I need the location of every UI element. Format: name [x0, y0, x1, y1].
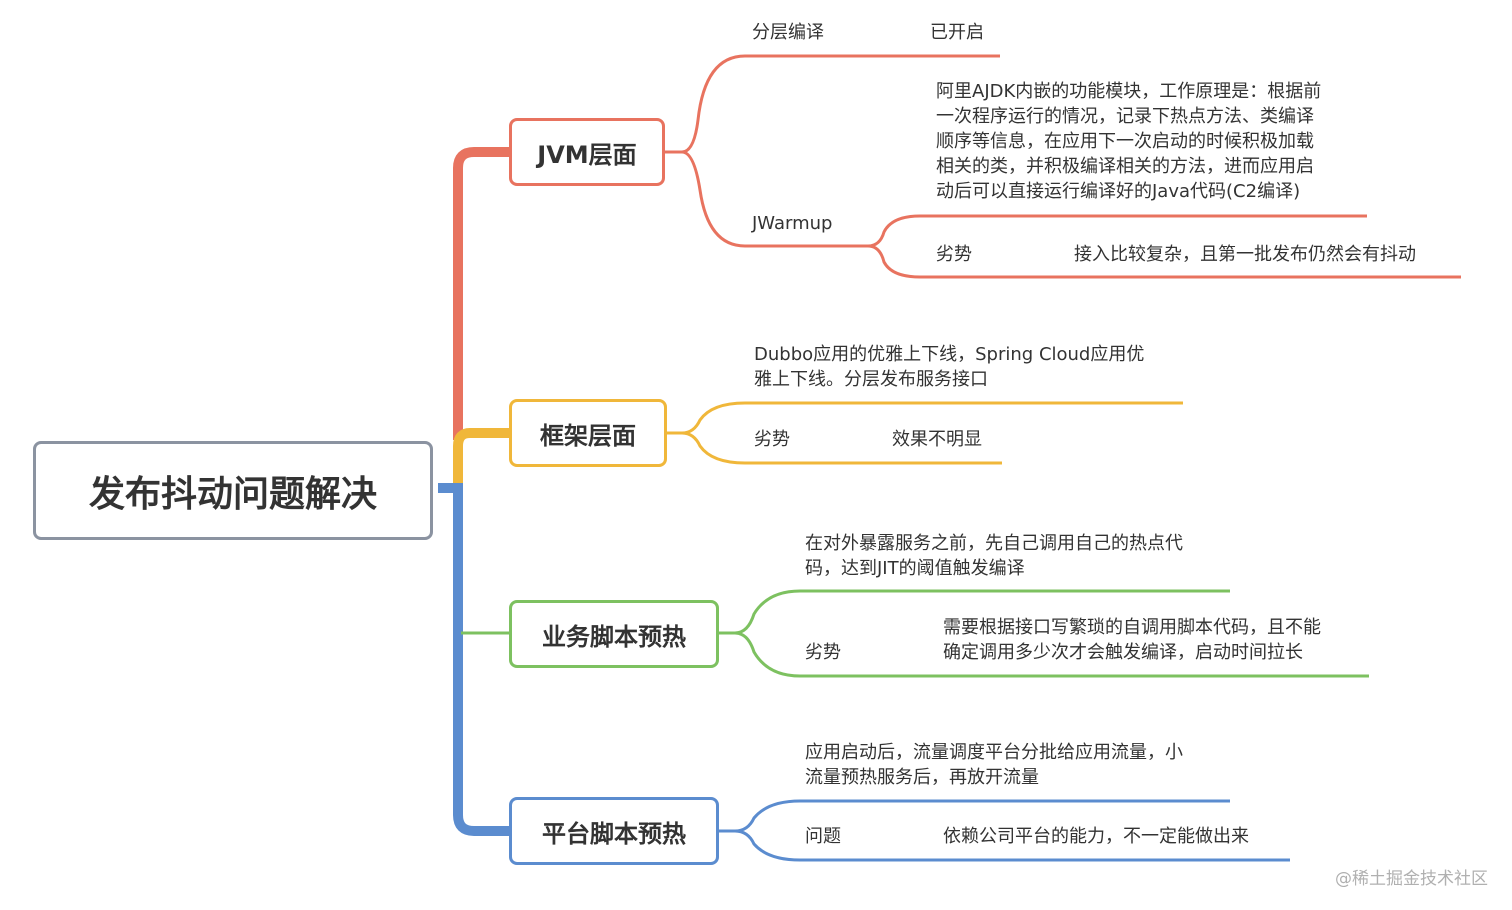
jvm-tiered-label[interactable]: 分层编译: [752, 22, 824, 43]
branch-business-script[interactable]: 业务脚本预热: [509, 600, 719, 668]
platform-issue-label[interactable]: 问题: [805, 826, 841, 847]
branch-platform-label: 平台脚本预热: [542, 819, 686, 848]
branch-framework[interactable]: 框架层面: [509, 399, 667, 467]
root-topic[interactable]: 发布抖动问题解决: [33, 441, 433, 540]
framework-drawback-text: 效果不明显: [892, 429, 982, 450]
business-description-line-2: 码，达到JIT的阈值触发编译: [805, 558, 1025, 579]
trunk-line-platform: [438, 483, 509, 836]
branch-platform-script[interactable]: 平台脚本预热: [509, 797, 719, 865]
business-link-drawback: [734, 631, 1369, 678]
trunk-line-jvm: [453, 147, 509, 440]
root-topic-label: 发布抖动问题解决: [88, 473, 377, 515]
jwarmup-description-line-1: 阿里AJDK内嵌的功能模块，工作原理是：根据前: [936, 81, 1322, 102]
jwarmup-description-line-4: 相关的类，并积极编译相关的方法，进而应用启: [936, 156, 1314, 177]
jwarmup-description-line-3: 顺序等信息，在应用下一次启动的时候积极加载: [936, 131, 1314, 152]
jwarmup-description-line-5: 动后可以直接运行编译好的Java代码(C2编译): [936, 181, 1301, 202]
jvm-jwarmup-label[interactable]: JWarmup: [752, 213, 833, 234]
framework-description-line-1: Dubbo应用的优雅上下线，Spring Cloud应用优: [754, 344, 1145, 365]
branch-jvm[interactable]: JVM层面: [509, 118, 665, 186]
jvm-link-jwarmup: [681, 150, 868, 248]
branch-business-label: 业务脚本预热: [542, 622, 686, 651]
trunk-line-framework: [453, 428, 509, 488]
business-drawback-line-2: 确定调用多少次才会触发编译，启动时间拉长: [943, 642, 1303, 663]
jvm-tiered-value[interactable]: 已开启: [930, 22, 984, 43]
framework-drawback-label[interactable]: 劣势: [754, 429, 790, 450]
jwarmup-link-drawback: [867, 244, 1461, 279]
jvm-link-tiered: [665, 54, 1000, 154]
platform-link-drawback: [734, 829, 1290, 862]
watermark: @稀土掘金技术社区: [1335, 869, 1488, 889]
business-drawback-label[interactable]: 劣势: [805, 642, 841, 663]
jwarmup-description-line-2: 一次程序运行的情况，记录下热点方法、类编译: [936, 106, 1314, 127]
platform-issue-text: 依赖公司平台的能力，不一定能做出来: [943, 826, 1249, 847]
jwarmup-drawback-label[interactable]: 劣势: [936, 244, 972, 265]
framework-description-line-2: 雅上下线。分层发布服务接口: [754, 369, 988, 390]
branch-framework-label: 框架层面: [540, 421, 636, 450]
business-description-line-1: 在对外暴露服务之前，先自己调用自己的热点代: [805, 533, 1183, 554]
business-link-description: [719, 589, 1230, 635]
jwarmup-link-description: [867, 214, 1367, 248]
framework-link-drawback: [681, 431, 1002, 465]
branch-jvm-label: JVM层面: [537, 140, 637, 169]
platform-description-line-1: 应用启动后，流量调度平台分批给应用流量，小: [805, 742, 1183, 763]
jwarmup-drawback-text: 接入比较复杂，且第一批发布仍然会有抖动: [1074, 244, 1416, 265]
business-drawback-line-1: 需要根据接口写繁琐的自调用脚本代码，且不能: [943, 617, 1321, 638]
platform-description-line-2: 流量预热服务后，再放开流量: [805, 767, 1039, 788]
